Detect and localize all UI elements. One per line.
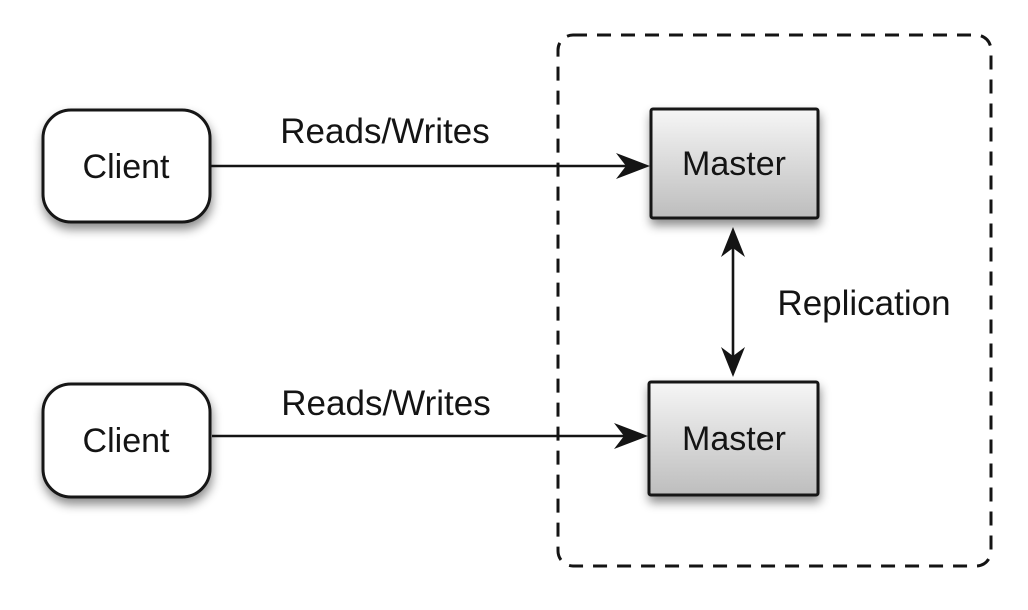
replication-group-boundary xyxy=(556,33,993,568)
client-node-bottom: Client xyxy=(41,382,212,499)
client-node-bottom-box xyxy=(41,382,212,499)
arrowhead-up-icon xyxy=(721,227,745,257)
master-node-top-box xyxy=(649,107,820,220)
arrowhead-right-icon xyxy=(614,423,648,449)
arrowhead-right-icon xyxy=(616,153,650,179)
client-node-bottom-label: Client xyxy=(83,422,170,460)
edge-replication-label: Replication xyxy=(777,284,950,323)
edge-reads-writes-top-label: Reads/Writes xyxy=(280,112,489,151)
master-node-bottom-box xyxy=(647,380,820,497)
edge-replication: Replication xyxy=(721,227,951,377)
master-node-bottom-label: Master xyxy=(682,420,786,458)
master-node-top: Master xyxy=(649,107,820,220)
edge-reads-writes-bottom-label: Reads/Writes xyxy=(281,384,490,423)
client-node-top: Client xyxy=(41,108,212,224)
edge-reads-writes-top: Reads/Writes xyxy=(211,112,650,179)
client-node-top-box xyxy=(41,108,212,224)
master-node-top-label: Master xyxy=(682,145,786,183)
client-node-top-label: Client xyxy=(83,148,170,186)
master-node-bottom: Master xyxy=(647,380,820,497)
arrowhead-down-icon xyxy=(721,347,745,377)
edge-reads-writes-bottom: Reads/Writes xyxy=(212,384,648,449)
